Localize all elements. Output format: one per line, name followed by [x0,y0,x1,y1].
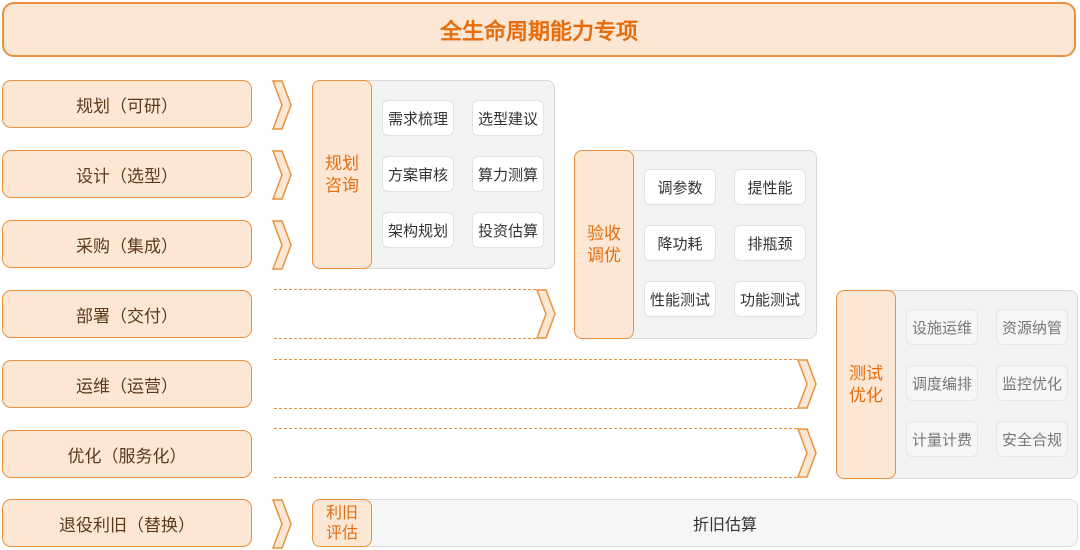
item-security: 安全合规 [996,421,1068,457]
stage-deployment: 部署（交付） [2,290,252,338]
chevron-right-icon [271,80,292,130]
stage-retirement: 退役利旧（替换） [2,499,252,547]
retire-header: 利旧评估 [312,499,372,547]
item-tune-params: 调参数 [644,169,716,205]
flow-line [274,359,797,360]
testing-title-line2: 优化 [849,385,883,406]
flow-line [274,289,536,290]
planning-title-line2: 咨询 [325,175,359,196]
chevron-right-icon [796,359,817,409]
item-facility-ops: 设施运维 [906,309,978,345]
item-reduce-power: 降功耗 [644,225,716,261]
item-find-bottleneck: 排瓶颈 [734,225,806,261]
testing-header: 测试优化 [836,290,896,479]
depreciation-bar: 折旧估算 [312,499,1078,547]
retire-title-line1: 利旧 [325,503,358,522]
flow-line [274,428,797,429]
item-monitoring: 监控优化 [996,365,1068,401]
stage-planning: 规划（可研） [2,80,252,128]
flow-line [274,477,797,478]
retire-title-line2: 评估 [325,523,358,542]
item-func-test: 功能测试 [734,281,806,317]
item-requirements: 需求梳理 [382,100,454,136]
planning-header: 规划咨询 [312,80,372,269]
item-scheduling: 调度编排 [906,365,978,401]
chevron-right-icon [271,499,292,549]
item-perf-test: 性能测试 [644,281,716,317]
item-investment: 投资估算 [472,212,544,248]
depreciation-label: 折旧估算 [692,515,757,534]
item-boost-performance: 提性能 [734,169,806,205]
testing-title-line1: 测试 [849,363,883,384]
acceptance-title-line1: 验收 [587,223,621,244]
item-architecture: 架构规划 [382,212,454,248]
acceptance-header: 验收调优 [574,150,634,339]
chevron-right-icon [271,150,292,200]
stage-design: 设计（选型） [2,150,252,198]
item-compute-estimate: 算力测算 [472,156,544,192]
chevron-right-icon [271,220,292,270]
item-selection-advice: 选型建议 [472,100,544,136]
acceptance-title-line2: 调优 [587,245,621,266]
stage-procurement: 采购（集成） [2,220,252,268]
item-plan-review: 方案审核 [382,156,454,192]
item-resource-mgmt: 资源纳管 [996,309,1068,345]
flow-line [274,338,536,339]
planning-title-line1: 规划 [325,153,359,174]
stage-optimization: 优化（服务化） [2,430,252,478]
stage-operation: 运维（运营） [2,360,252,408]
page-title: 全生命周期能力专项 [2,2,1076,57]
chevron-right-icon [796,428,817,478]
flow-line [274,408,797,409]
item-billing: 计量计费 [906,421,978,457]
chevron-right-icon [535,289,556,339]
